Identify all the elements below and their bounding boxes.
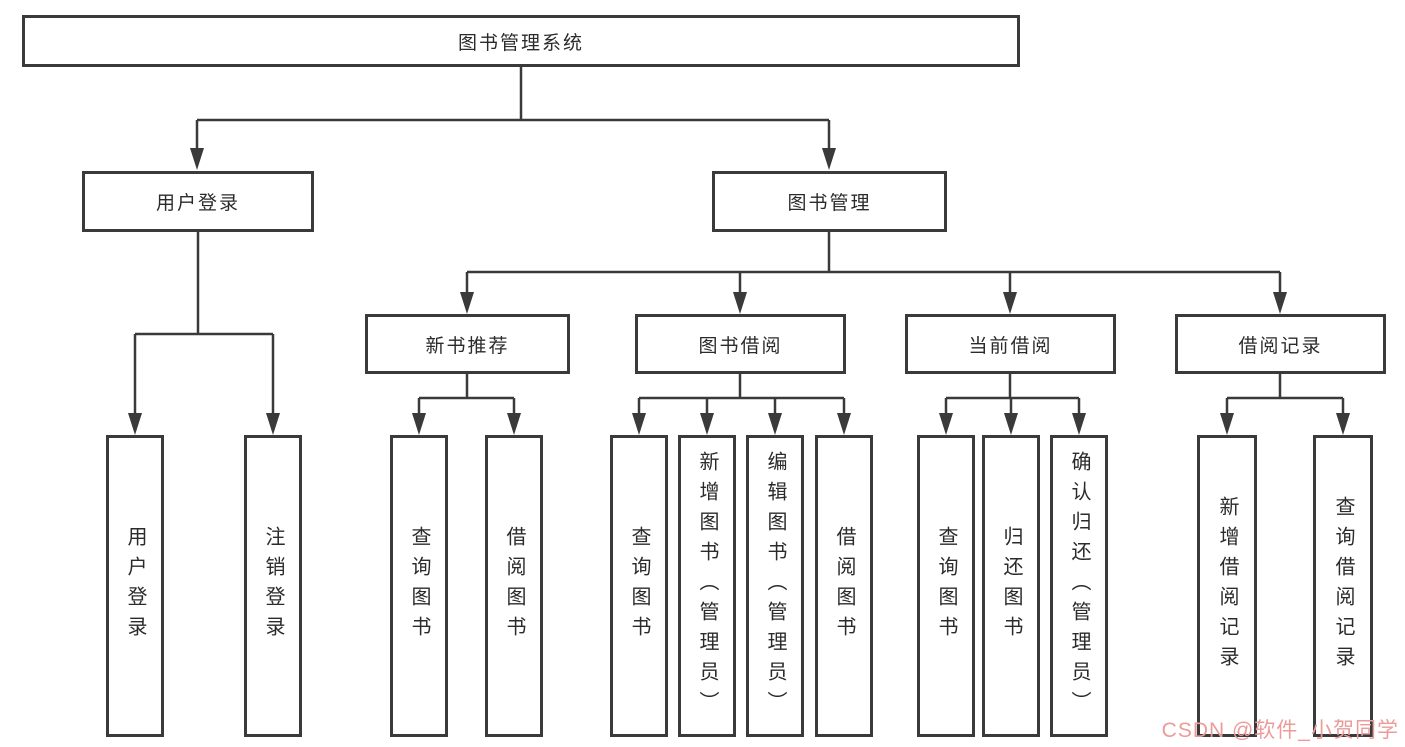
node-label: 借阅图书	[503, 526, 525, 646]
node-label: 用户登录	[155, 193, 240, 214]
leaf-add-borrow-record: 新增借阅记录	[1197, 435, 1257, 737]
node-label: 查询图书	[408, 526, 430, 646]
node-new-book-recommend: 新书推荐	[365, 314, 570, 374]
node-label: 借阅图书	[833, 526, 855, 646]
leaf-query-borrow-record: 查询借阅记录	[1313, 435, 1373, 737]
node-label: 用户登录	[124, 526, 146, 646]
node-label: 图书借阅	[698, 335, 783, 357]
leaf-borrow-books-1: 借阅图书	[485, 435, 543, 737]
arrow-down-icon	[128, 148, 1350, 435]
node-current-borrowing: 当前借阅	[905, 314, 1116, 374]
node-label: 当前借阅	[968, 335, 1053, 357]
leaf-logout-login: 注销登录	[244, 435, 302, 737]
leaf-confirm-return-admin: 确认归还（管理员）	[1050, 435, 1108, 737]
leaf-query-books-3: 查询图书	[917, 435, 975, 737]
leaf-query-books-2: 查询图书	[610, 435, 668, 737]
node-label: 查询图书	[935, 526, 957, 646]
leaf-add-books-admin: 新增图书（管理员）	[678, 435, 736, 737]
node-label: 注销登录	[262, 526, 284, 646]
leaf-query-books-1: 查询图书	[390, 435, 448, 737]
node-label: 新增图书（管理员）	[696, 451, 718, 721]
node-label: 新书推荐	[425, 335, 510, 357]
node-borrowing-records: 借阅记录	[1175, 314, 1386, 374]
node-label: 查询借阅记录	[1332, 496, 1354, 676]
leaf-edit-books-admin: 编辑图书（管理员）	[746, 435, 804, 737]
node-book-borrowing: 图书借阅	[635, 314, 846, 374]
csdn-watermark: CSDN @软件_小贺同学	[1161, 719, 1399, 742]
node-library-management-system: 图书管理系统	[22, 15, 1020, 67]
node-label: 查询图书	[628, 526, 650, 646]
node-label: 新增借阅记录	[1216, 496, 1238, 676]
node-book-management: 图书管理	[712, 171, 947, 232]
node-user-login: 用户登录	[82, 171, 314, 232]
node-label: 借阅记录	[1238, 335, 1323, 357]
node-label: 归还图书	[1000, 526, 1022, 646]
node-label: 编辑图书（管理员）	[764, 451, 786, 721]
leaf-borrow-books-2: 借阅图书	[815, 435, 873, 737]
leaf-return-books: 归还图书	[982, 435, 1040, 737]
node-label: 图书管理	[787, 193, 872, 214]
leaf-user-login: 用户登录	[106, 435, 164, 737]
node-label: 图书管理系统	[457, 32, 584, 54]
node-label: 确认归还（管理员）	[1068, 451, 1090, 721]
